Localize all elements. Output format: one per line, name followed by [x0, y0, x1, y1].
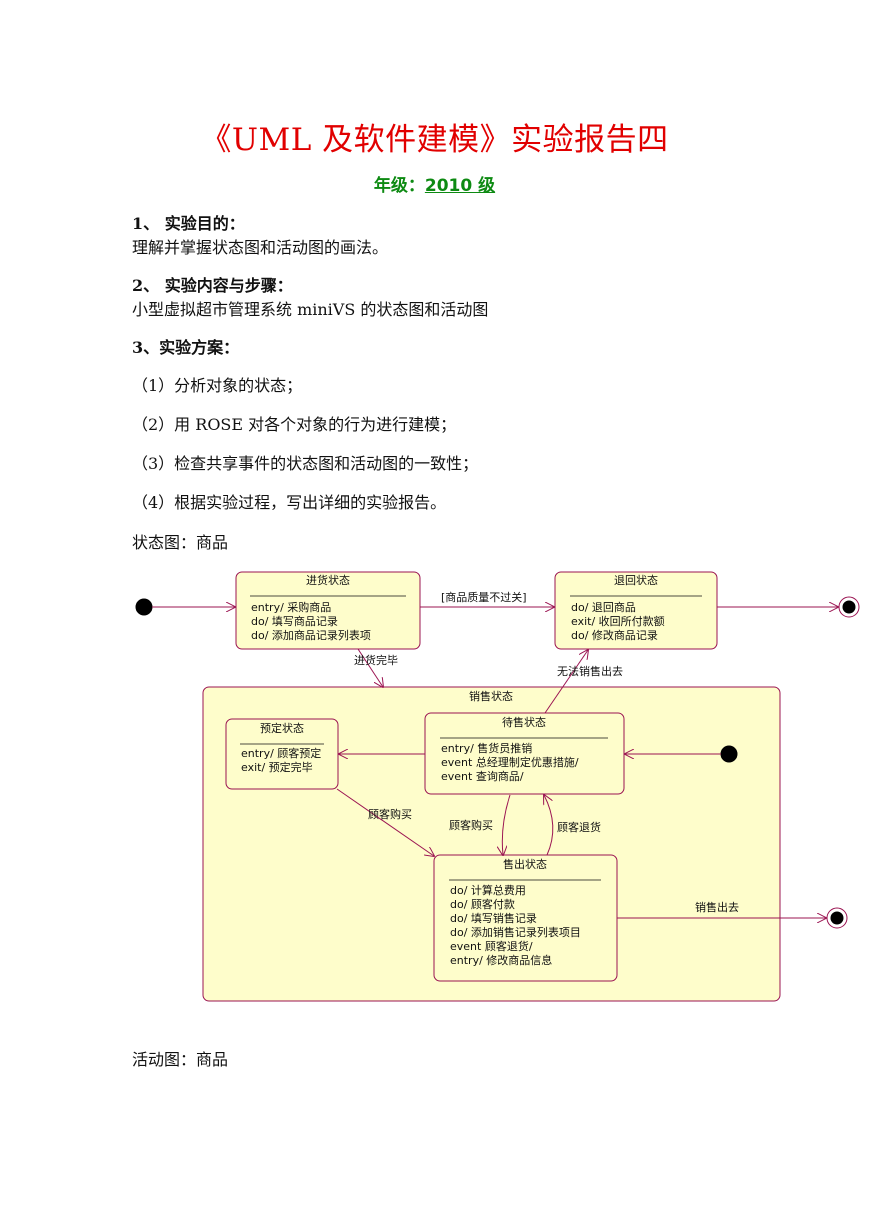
- step-item: （3）检查共享事件的状态图和活动图的一致性；: [132, 454, 479, 473]
- state-action: exit/ 收回所付款额: [571, 614, 665, 628]
- state-name: 退回状态: [614, 573, 658, 587]
- section-3-heading: 3、实验方案：: [132, 338, 240, 357]
- state-action: do/ 计算总费用: [450, 883, 526, 897]
- state-shouchu: 售出状态 do/ 计算总费用 do/ 顾客付款 do/ 填写销售记录 do/ 添…: [433, 854, 618, 982]
- transition-arrow: [544, 650, 588, 714]
- transition-arrow: [336, 788, 434, 856]
- step-item: （2）用 ROSE 对各个对象的行为进行建模；: [132, 415, 457, 434]
- step-item: （1）分析对象的状态；: [132, 376, 303, 395]
- final-state-node: [826, 907, 848, 929]
- state-action: do/ 顾客付款: [450, 897, 515, 911]
- state-diagram-caption: 状态图：商品: [132, 533, 229, 552]
- state-name-xiaoshou: 销售状态: [469, 689, 513, 703]
- state-action: do/ 退回商品: [571, 600, 636, 614]
- state-action: entry/ 售货员推销: [441, 741, 532, 755]
- transition-label: 顾客退货: [557, 820, 601, 834]
- state-name: 预定状态: [260, 721, 304, 735]
- transition-label: 无法销售出去: [557, 664, 623, 678]
- grade-value: 2010 级: [424, 176, 496, 196]
- transition-arrow: [544, 795, 554, 856]
- state-action: event 总经理制定优惠措施/: [441, 755, 579, 769]
- transition-label: 销售出去: [695, 900, 739, 914]
- transition-label: 顾客购买: [449, 818, 493, 832]
- state-action: do/ 填写商品记录: [251, 614, 338, 628]
- transition-arrow: [502, 794, 511, 855]
- section-2-heading: 2、 实验内容与步骤：: [132, 276, 293, 295]
- initial-state-node: [135, 598, 153, 616]
- composite-state-xiaoshou: [202, 686, 781, 1002]
- state-action: entry/ 修改商品信息: [450, 953, 552, 967]
- state-jinhuo: 进货状态 entry/ 采购商品 do/ 填写商品记录 do/ 添加商品记录列表…: [235, 571, 421, 650]
- final-state-node: [838, 596, 860, 618]
- transition-label: 顾客购买: [368, 807, 412, 821]
- document-title: 《UML 及软件建模》实验报告四: [200, 122, 669, 158]
- state-action: exit/ 预定完毕: [241, 760, 313, 774]
- state-yuding: 预定状态 entry/ 顾客预定 exit/ 预定完毕: [225, 718, 339, 790]
- section-1-text: 理解并掌握状态图和活动图的画法。: [132, 238, 389, 257]
- section-1-heading: 1、 实验目的：: [132, 214, 245, 233]
- grade-line: 年级：2010 级: [0, 171, 869, 196]
- state-name: 售出状态: [503, 857, 547, 871]
- state-tuihui: 退回状态 do/ 退回商品 exit/ 收回所付款额 do/ 修改商品记录: [554, 571, 718, 650]
- state-action: do/ 添加商品记录列表项: [251, 628, 371, 642]
- state-action: do/ 添加销售记录列表项目: [450, 925, 581, 939]
- state-action: do/ 填写销售记录: [450, 911, 537, 925]
- state-daishou: 待售状态 entry/ 售货员推销 event 总经理制定优惠措施/ event…: [424, 712, 625, 795]
- state-name: 待售状态: [502, 715, 546, 729]
- state-name: 进货状态: [306, 573, 350, 587]
- transition-label: [商品质量不过关]: [441, 590, 527, 604]
- state-action: event 查询商品/: [441, 769, 524, 783]
- initial-state-node: [720, 745, 738, 763]
- state-action: do/ 修改商品记录: [571, 628, 658, 642]
- transition-arrow: [357, 648, 383, 687]
- state-action: entry/ 采购商品: [251, 600, 331, 614]
- step-item: （4）根据实验过程，写出详细的实验报告。: [132, 493, 447, 512]
- activity-diagram-caption: 活动图：商品: [132, 1050, 229, 1069]
- state-action: event 顾客退货/: [450, 939, 533, 953]
- state-action: entry/ 顾客预定: [241, 746, 321, 760]
- grade-label: 年级：: [373, 176, 425, 196]
- transition-label: 进货完毕: [354, 653, 398, 667]
- section-2-text: 小型虚拟超市管理系统 miniVS 的状态图和活动图: [132, 300, 489, 319]
